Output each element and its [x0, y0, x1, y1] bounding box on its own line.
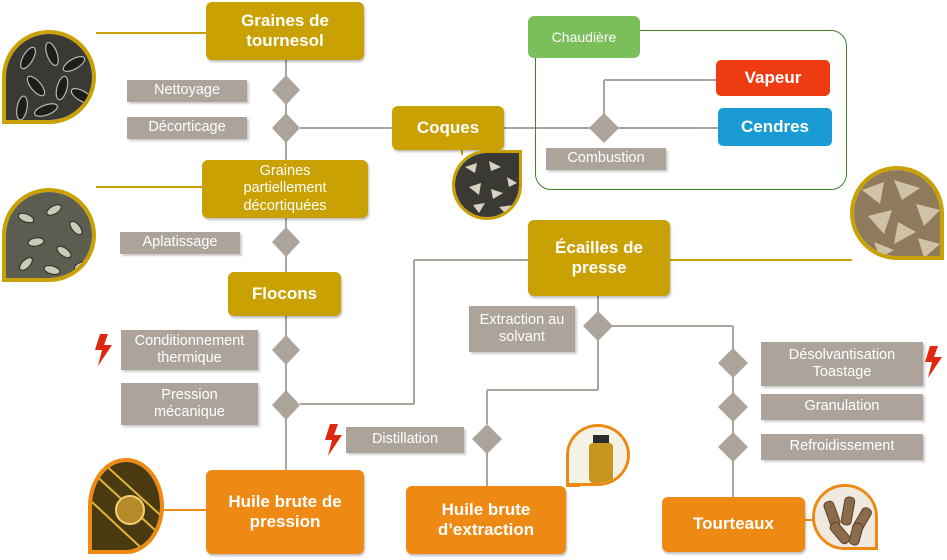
step-pression-mecanique[interactable]: Pression mécanique [121, 383, 258, 425]
press-cake-flakes-photo [850, 166, 944, 260]
sunflower-seeds-photo [2, 30, 96, 124]
node-label: Huile brute de pression [228, 491, 342, 531]
step-desolvantisation-toastage[interactable]: Désolvantisation Toastage [761, 342, 923, 386]
step-refroidissement[interactable]: Refroidissement [761, 434, 923, 460]
step-combustion[interactable]: Combustion [546, 148, 666, 170]
node-label: Vapeur [744, 67, 802, 87]
junction-diamond [272, 390, 300, 420]
node-label: Graines de tournesol [241, 10, 329, 50]
step-label: Granulation [804, 398, 880, 415]
junction-diamond [272, 335, 300, 365]
node-graines-tournesol[interactable]: Graines de tournesol [206, 2, 364, 60]
junction-diamond [272, 227, 300, 257]
boiler-group-frame [535, 30, 847, 190]
step-nettoyage[interactable]: Nettoyage [127, 80, 247, 102]
step-label: Extraction au solvant [479, 311, 565, 345]
node-flocons[interactable]: Flocons [228, 272, 341, 316]
pellets-photo [812, 484, 878, 550]
step-label: Nettoyage [153, 82, 221, 99]
node-vapeur[interactable]: Vapeur [716, 60, 830, 96]
node-cendres[interactable]: Cendres [718, 108, 832, 146]
junction-diamond [589, 113, 619, 143]
node-label: Huile brute d’extraction [437, 499, 535, 539]
node-ecailles-de-presse[interactable]: Écailles de presse [528, 220, 670, 296]
hulls-photo [452, 150, 522, 220]
step-granulation[interactable]: Granulation [761, 394, 923, 420]
node-label: Chaudière [551, 28, 617, 45]
node-coques[interactable]: Coques [392, 106, 504, 150]
extraction-oil-bottle-photo [566, 424, 630, 486]
junction-diamond [472, 424, 502, 454]
pressed-oil-photo [88, 458, 164, 554]
junction-diamond [718, 348, 748, 378]
step-distillation[interactable]: Distillation [346, 427, 464, 453]
step-label: Désolvantisation Toastage [788, 346, 896, 380]
dehulled-seeds-photo [2, 188, 96, 282]
junction-diamond [718, 392, 748, 422]
node-chaudiere[interactable]: Chaudière [528, 16, 640, 58]
step-extraction-au-solvant[interactable]: Extraction au solvant [469, 306, 575, 352]
node-label: Flocons [251, 283, 318, 303]
step-label: Distillation [371, 431, 439, 448]
step-label: Décorticage [148, 119, 226, 136]
node-label: Coques [416, 117, 480, 137]
step-decorticage[interactable]: Décorticage [127, 117, 247, 139]
step-label: Combustion [567, 150, 645, 167]
junction-diamond [272, 75, 300, 105]
step-label: Refroidissement [789, 438, 895, 455]
node-label: Graines partiellement décortiquées [243, 162, 327, 214]
lightning-bolt-icon [925, 346, 942, 378]
junction-diamond [718, 432, 748, 462]
junction-diamond [583, 311, 613, 341]
node-label: Cendres [740, 116, 810, 136]
node-huile-brute-pression[interactable]: Huile brute de pression [206, 470, 364, 554]
node-label: Tourteaux [693, 514, 774, 534]
junction-diamond [272, 113, 300, 143]
node-tourteaux[interactable]: Tourteaux [662, 497, 805, 552]
node-label: Écailles de presse [555, 237, 643, 277]
lightning-bolt-icon [95, 334, 112, 366]
node-graines-partiellement-decortiquees[interactable]: Graines partiellement décortiquées [202, 160, 368, 218]
step-conditionnement-thermique[interactable]: Conditionnement thermique [121, 330, 258, 370]
node-huile-brute-extraction[interactable]: Huile brute d’extraction [406, 486, 566, 554]
step-label: Aplatissage [142, 234, 218, 251]
step-aplatissage[interactable]: Aplatissage [120, 232, 240, 254]
step-label: Pression mécanique [154, 386, 225, 420]
lightning-bolt-icon [325, 424, 342, 456]
step-label: Conditionnement thermique [134, 332, 245, 366]
